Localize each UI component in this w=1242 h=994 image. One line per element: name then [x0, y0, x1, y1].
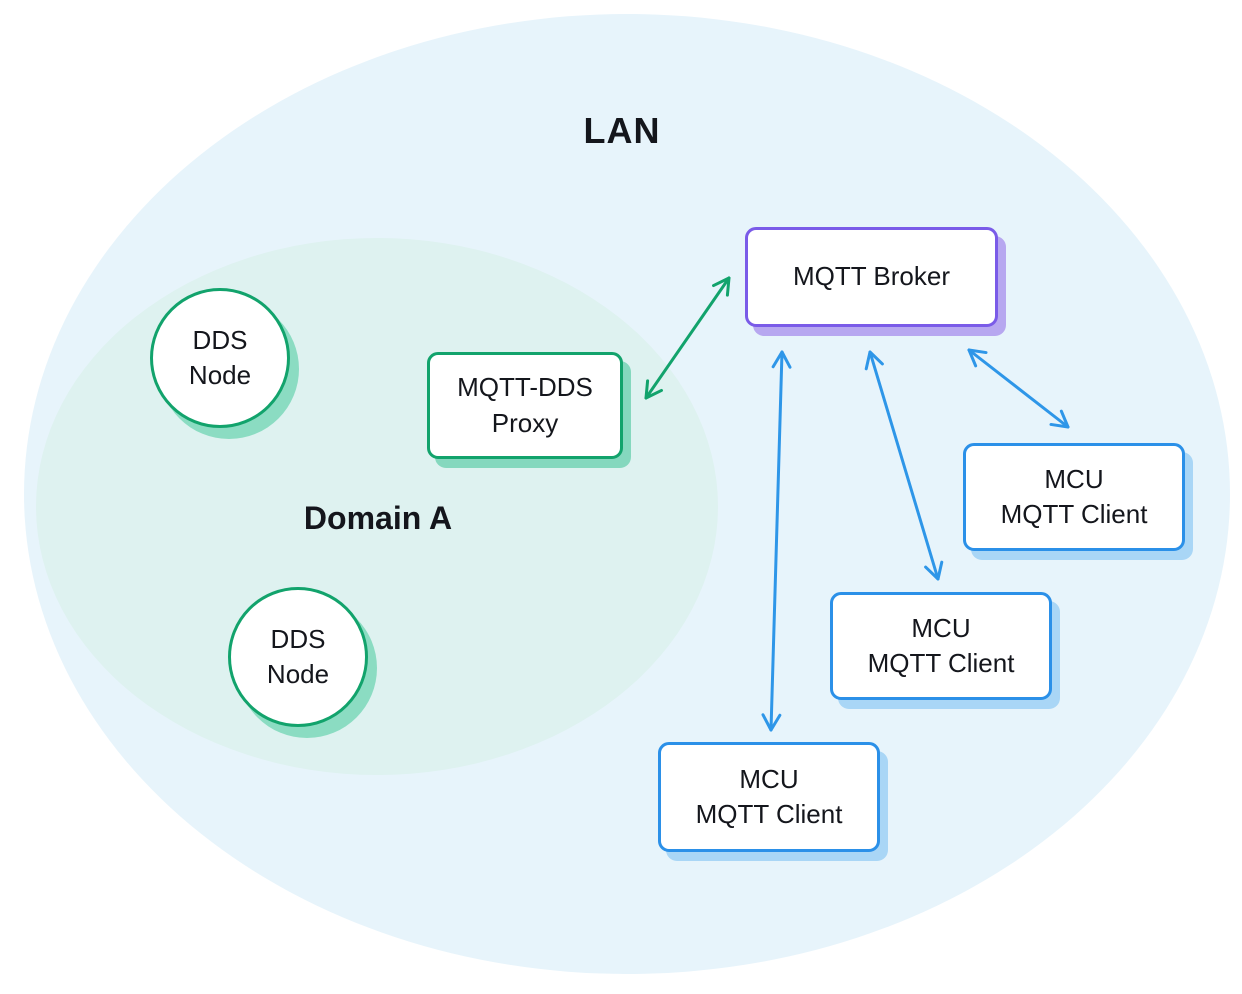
mqtt-broker-label: MQTT Broker: [793, 261, 950, 292]
mcu-mqtt-client-node-top: MCU MQTT Client: [963, 443, 1185, 551]
dds-node-2-label-line2: Node: [266, 659, 330, 689]
dds-node-2-label-line1: DDS: [270, 623, 326, 654]
dds-node-1: DDS Node: [150, 288, 290, 428]
mcu-client-bottom-label-line2: MQTT Client: [695, 799, 843, 829]
mcu-mqtt-client-node-middle: MCU MQTT Client: [830, 592, 1052, 700]
mcu-client-middle-label-line1: MCU: [911, 612, 971, 643]
mqtt-dds-proxy-node: MQTT-DDS Proxy: [427, 352, 623, 459]
mcu-client-top-label-line2: MQTT Client: [1000, 499, 1148, 529]
mcu-client-middle-label-line2: MQTT Client: [867, 648, 1015, 678]
mcu-client-bottom-label-line1: MCU: [739, 763, 799, 794]
mqtt-dds-proxy-label-line1: MQTT-DDS: [457, 372, 593, 403]
mqtt-broker-node: MQTT Broker: [745, 227, 998, 327]
lan-zone-label: LAN: [583, 110, 661, 151]
domain-a-zone-label: Domain A: [303, 500, 453, 536]
mcu-client-top-label-line1: MCU: [1044, 463, 1104, 494]
mcu-mqtt-client-node-bottom: MCU MQTT Client: [658, 742, 880, 852]
dds-node-1-label-line1: DDS: [192, 324, 248, 355]
mqtt-dds-proxy-label-line2: Proxy: [491, 407, 559, 438]
dds-node-1-label-line2: Node: [188, 360, 252, 390]
domain-a-zone-ellipse: [36, 238, 718, 775]
dds-node-2: DDS Node: [228, 587, 368, 727]
